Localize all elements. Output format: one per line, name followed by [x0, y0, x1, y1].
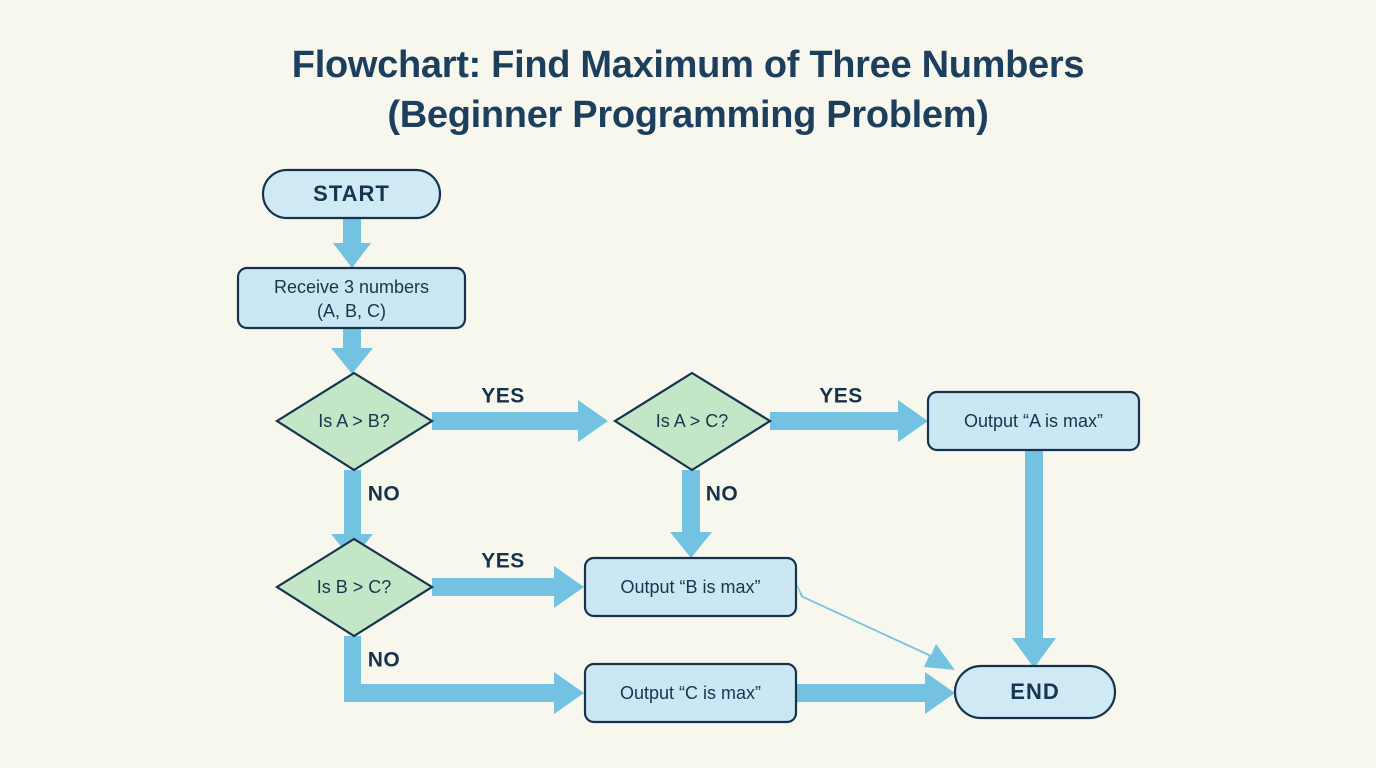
node-decision-a-gt-c-label: Is A > C?: [656, 411, 729, 431]
connector-decision-bc-yes: [432, 566, 584, 608]
node-decision-b-gt-c[interactable]: Is B > C?: [274, 537, 435, 638]
title-line-1: Flowchart: Find Maximum of Three Numbers: [291, 44, 1085, 86]
edge-label-bc-yes: YES: [481, 550, 525, 573]
node-receive-numbers[interactable]: Receive 3 numbers (A, B, C): [236, 266, 467, 330]
title-line-2: (Beginner Programming Problem): [387, 94, 989, 137]
connector-decision-ac-no: [670, 470, 712, 558]
node-start-label: START: [313, 181, 390, 206]
connector-decision-ab-no: [331, 470, 373, 560]
page-title: Flowchart: Find Maximum of Three Numbers…: [0, 40, 1376, 140]
connector-output-b-to-end: [795, 580, 955, 670]
node-output-b-is-max[interactable]: Output “B is max”: [583, 556, 798, 618]
edge-label-bc-no: NO: [368, 649, 401, 672]
edge-label-ac-no: NO: [706, 483, 739, 506]
edge-label-ac-yes: YES: [819, 385, 863, 408]
node-decision-a-gt-b-label: Is A > B?: [318, 411, 390, 431]
connector-input-to-decision-ab: [331, 328, 373, 374]
node-output-a-is-max-label: Output “A is max”: [964, 411, 1103, 431]
node-output-b-is-max-label: Output “B is max”: [620, 577, 760, 597]
connector-start-to-input: [333, 217, 371, 268]
node-decision-b-gt-c-label: Is B > C?: [317, 577, 392, 597]
node-end[interactable]: END: [953, 664, 1117, 720]
node-start[interactable]: START: [261, 168, 442, 220]
node-decision-a-gt-c[interactable]: Is A > C?: [612, 371, 773, 472]
connector-output-c-to-end: [795, 672, 955, 714]
node-end-label: END: [1010, 679, 1059, 704]
node-output-c-is-max[interactable]: Output “C is max”: [583, 662, 798, 724]
edge-label-ab-yes: YES: [481, 385, 525, 408]
connector-decision-ab-yes: [432, 400, 608, 442]
connector-output-a-to-end: [1012, 450, 1056, 668]
node-output-c-is-max-label: Output “C is max”: [620, 683, 761, 703]
node-decision-a-gt-b[interactable]: Is A > B?: [274, 371, 435, 472]
node-receive-numbers-label-line2: (A, B, C): [317, 301, 386, 321]
connector-decision-bc-no: [344, 636, 584, 714]
connector-decision-ac-yes: [770, 400, 928, 442]
node-output-a-is-max[interactable]: Output “A is max”: [926, 390, 1141, 452]
node-receive-numbers-label-line1: Receive 3 numbers: [274, 277, 429, 297]
edge-label-ab-no: NO: [368, 483, 401, 506]
